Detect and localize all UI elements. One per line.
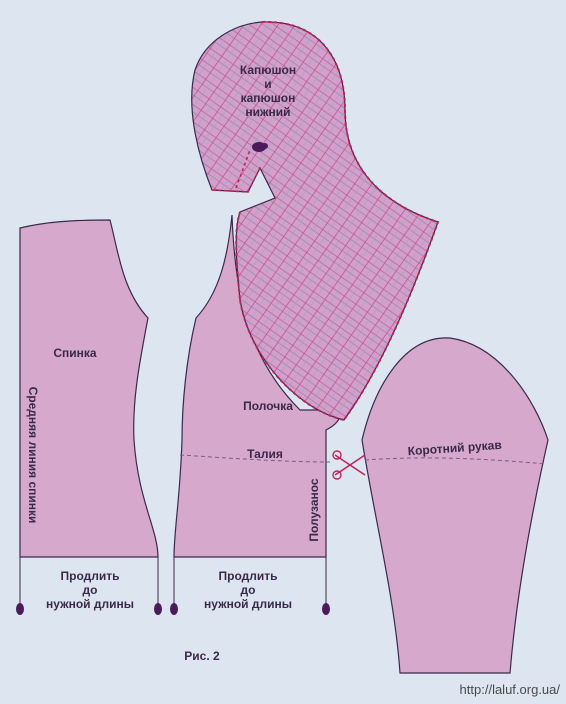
hood-label-line2: и [264,77,271,91]
front-label: Полочка [243,399,293,413]
hood-label-line3: капюшон [241,91,296,105]
extend-left-line2: до [83,583,98,597]
hood-dashed-outline [235,20,440,422]
cord-end-icon [252,142,268,152]
sleeve-piece [361,337,549,674]
extend-mid-line1: Продлить [219,569,278,583]
back-piece [19,219,159,558]
waist-label: Талия [247,447,283,461]
extension-markers [19,557,327,605]
extend-mid-line3: нужной длины [204,597,292,611]
extend-left-line1: Продлить [61,569,120,583]
back-label: Спинка [53,346,97,360]
sleeve-line [364,457,547,465]
extend-mid-line2: до [241,583,256,597]
extend-left-line3: нужной длины [46,597,134,611]
hood-dart-dashes [211,149,261,193]
sleeve-label: Коротний рукав [407,438,502,459]
zipper-pull-icon [16,603,330,615]
scissors-icon [332,450,366,480]
waist-line [179,454,331,463]
front-piece [173,214,343,558]
hood-label-line1: Капюшон [240,63,296,77]
back-center-line-label: Средняя линия спинки [26,387,40,524]
hood-label-line4: нижний [245,105,290,119]
zipper-overlap-label: Полузанос [307,478,321,542]
figure-caption: Рис. 2 [184,649,220,663]
watermark: http://laluf.org.ua/ [460,682,561,697]
